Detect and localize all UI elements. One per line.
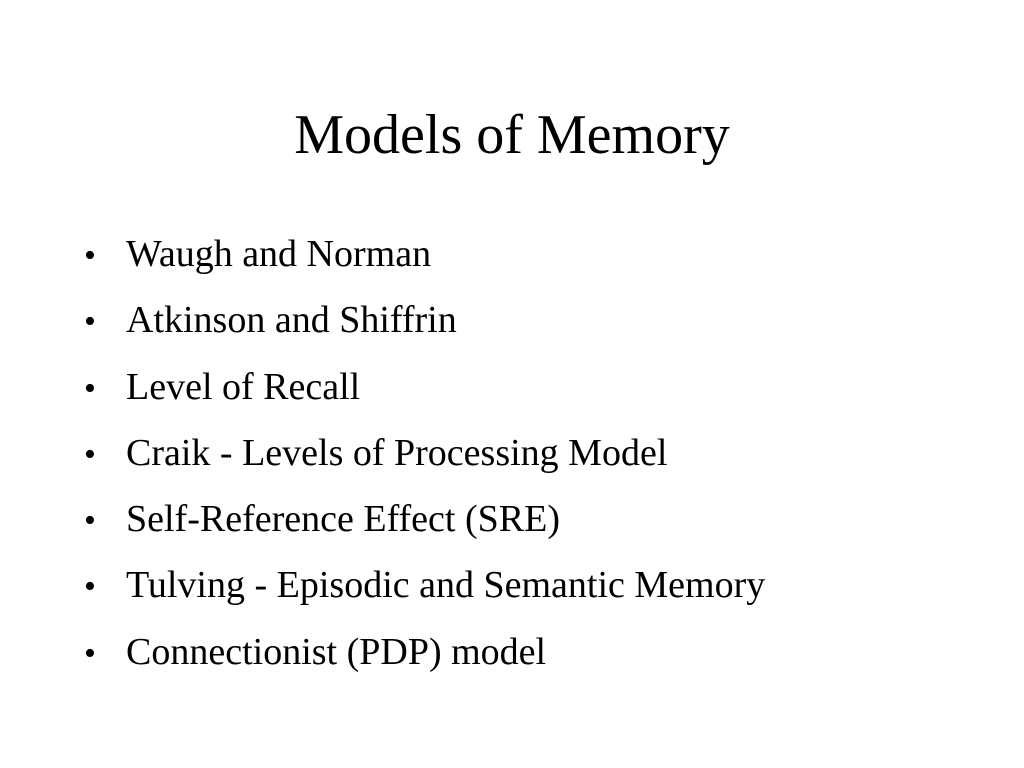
list-item: • Atkinson and Shiffrin <box>84 298 765 342</box>
bullet-text: Craik - Levels of Processing Model <box>126 431 668 474</box>
list-item: • Level of Recall <box>84 365 765 409</box>
bullet-text: Tulving - Episodic and Semantic Memory <box>126 564 766 607</box>
list-item: • Connectionist (PDP) model <box>84 630 765 674</box>
bullet-text: Level of Recall <box>126 365 361 408</box>
bullet-icon: • <box>84 369 96 407</box>
list-item: • Waugh and Norman <box>84 232 765 276</box>
list-item: • Tulving - Episodic and Semantic Memory <box>84 563 765 607</box>
list-item: • Self-Reference Effect (SRE) <box>84 497 765 541</box>
list-item: • Craik - Levels of Processing Model <box>84 431 765 475</box>
bullet-text: Self-Reference Effect (SRE) <box>126 498 560 541</box>
bullet-text: Atkinson and Shiffrin <box>126 299 457 342</box>
bullet-icon: • <box>84 502 96 540</box>
bullet-icon: • <box>84 435 96 473</box>
bullet-text: Connectionist (PDP) model <box>126 630 547 673</box>
bullet-icon: • <box>84 634 96 672</box>
slide-title: Models of Memory <box>294 104 730 166</box>
bullet-list: • Waugh and Norman • Atkinson and Shiffr… <box>84 232 765 696</box>
bullet-icon: • <box>84 303 96 341</box>
bullet-text: Waugh and Norman <box>126 233 432 275</box>
bullet-icon: • <box>84 237 96 274</box>
bullet-icon: • <box>84 568 96 606</box>
